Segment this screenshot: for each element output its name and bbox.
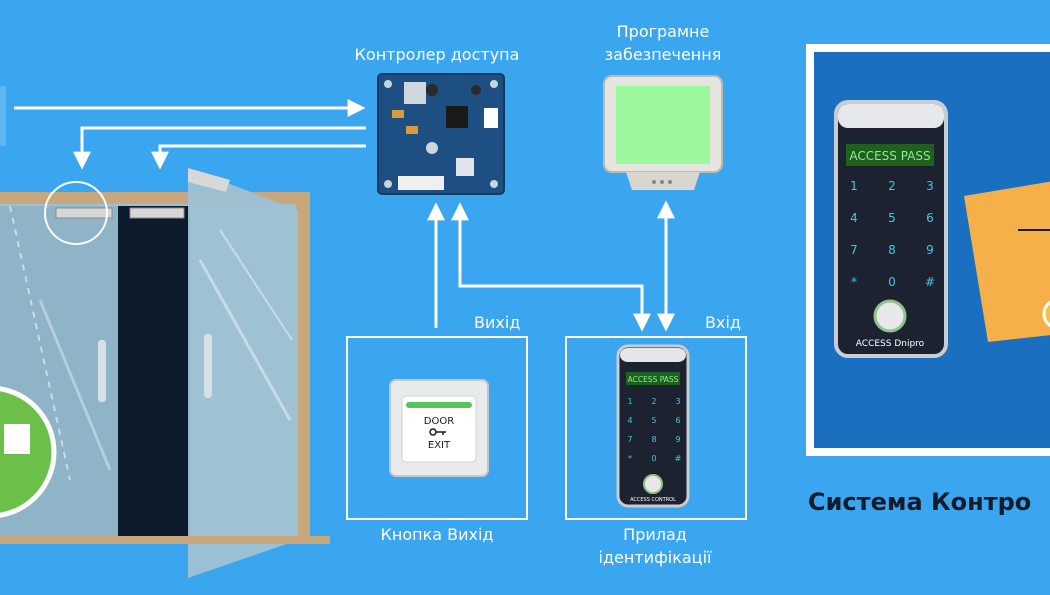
large-reader-key[interactable]: 7 [850, 243, 858, 257]
connection-lines [0, 86, 675, 332]
left-device-stub [0, 86, 6, 146]
small-reader-key[interactable]: 6 [675, 416, 680, 425]
lock-strike-plate [129, 207, 185, 219]
small-reader-footer: ACCESS CONTROL [630, 497, 676, 503]
small-reader-key[interactable]: 1 [627, 397, 632, 406]
large-reader-display-text: ACCESS PASS [849, 149, 930, 163]
open-door-leaf [188, 168, 298, 578]
small-reader-key[interactable]: # [675, 454, 682, 463]
green-badge [0, 386, 57, 518]
exit-device-line2: EXIT [428, 440, 451, 451]
large-reader-key[interactable]: 8 [888, 243, 896, 257]
small-reader: ACCESS PASS ACCESS CONTROL 1 2 3 4 5 6 7 8 9 * 0 # [616, 344, 690, 508]
controller-board [377, 73, 505, 195]
small-reader-key[interactable]: 7 [627, 435, 632, 444]
large-reader-key[interactable]: 2 [888, 179, 896, 193]
large-reader: ACCESS PASS ACCESS Dnipro 1 2 3 4 5 6 7 8 9 * 0 # [834, 100, 948, 358]
controller-label: Контролер доступа [354, 45, 520, 64]
exit-button-label: Кнопка Вихід [380, 525, 494, 544]
large-reader-key[interactable]: # [925, 275, 935, 289]
door-handle-right [204, 334, 212, 398]
arrow-reader-controller [451, 202, 651, 332]
small-reader-display-text: ACCESS PASS [628, 375, 679, 384]
software-label-line1: Програмне [616, 22, 710, 41]
large-reader-key[interactable]: * [851, 275, 857, 289]
small-reader-key[interactable]: 5 [651, 416, 656, 425]
small-reader-key[interactable]: 8 [651, 435, 656, 444]
glass-door [0, 168, 330, 578]
exit-button-frame [346, 336, 528, 520]
arrow-controller-to-lock-1 [73, 126, 366, 170]
pcb-chip [446, 106, 468, 128]
large-reader-key[interactable]: 0 [888, 275, 896, 289]
small-reader-display [626, 372, 680, 385]
large-reader-power-button[interactable] [873, 299, 907, 333]
small-reader-power-button[interactable] [643, 474, 663, 494]
exit-device-line1: DOOR [424, 416, 454, 427]
exit-label: Вихід [474, 313, 521, 332]
monitor [603, 75, 723, 190]
key-icon [429, 428, 446, 436]
small-reader-key[interactable]: 0 [651, 454, 656, 463]
large-reader-key[interactable]: 5 [888, 211, 896, 225]
large-reader-key[interactable]: 4 [850, 211, 858, 225]
pcb-relay [404, 82, 426, 104]
large-reader-key[interactable]: 3 [926, 179, 934, 193]
large-reader-key[interactable]: 1 [850, 179, 858, 193]
system-title: Система Контро [808, 488, 1032, 516]
small-reader-key[interactable]: 4 [627, 416, 632, 425]
entry-label: Вхід [705, 313, 741, 332]
large-reader-footer: ACCESS Dnipro [856, 339, 925, 349]
small-reader-key[interactable]: * [628, 454, 632, 463]
large-reader-display [846, 144, 934, 166]
arrow-controller-to-lock-2 [151, 144, 366, 170]
door-sill [0, 536, 330, 544]
identification-label-line1: Прилад [623, 525, 687, 544]
door-hinge [188, 168, 230, 192]
lock-icon [4, 424, 30, 454]
lock-highlight-circle [44, 181, 108, 245]
small-reader-key[interactable]: 3 [675, 397, 680, 406]
monitor-screen [616, 86, 710, 164]
sticky-note [964, 181, 1050, 342]
magnetic-lock [55, 207, 113, 219]
software-label-line2: забезпечення [604, 45, 722, 64]
small-reader-key[interactable]: 2 [651, 397, 656, 406]
large-reader-key[interactable]: 6 [926, 211, 934, 225]
exit-button-device: DOOR EXIT [389, 379, 489, 477]
reader-frame [565, 336, 747, 520]
door-handle-left [98, 340, 106, 402]
pcb-terminal [398, 176, 444, 190]
large-reader-key[interactable]: 9 [926, 243, 934, 257]
small-reader-key[interactable]: 9 [675, 435, 680, 444]
identification-label-line2: ідентифікації [598, 548, 712, 567]
door-opening [118, 206, 190, 538]
exit-led [406, 402, 472, 408]
